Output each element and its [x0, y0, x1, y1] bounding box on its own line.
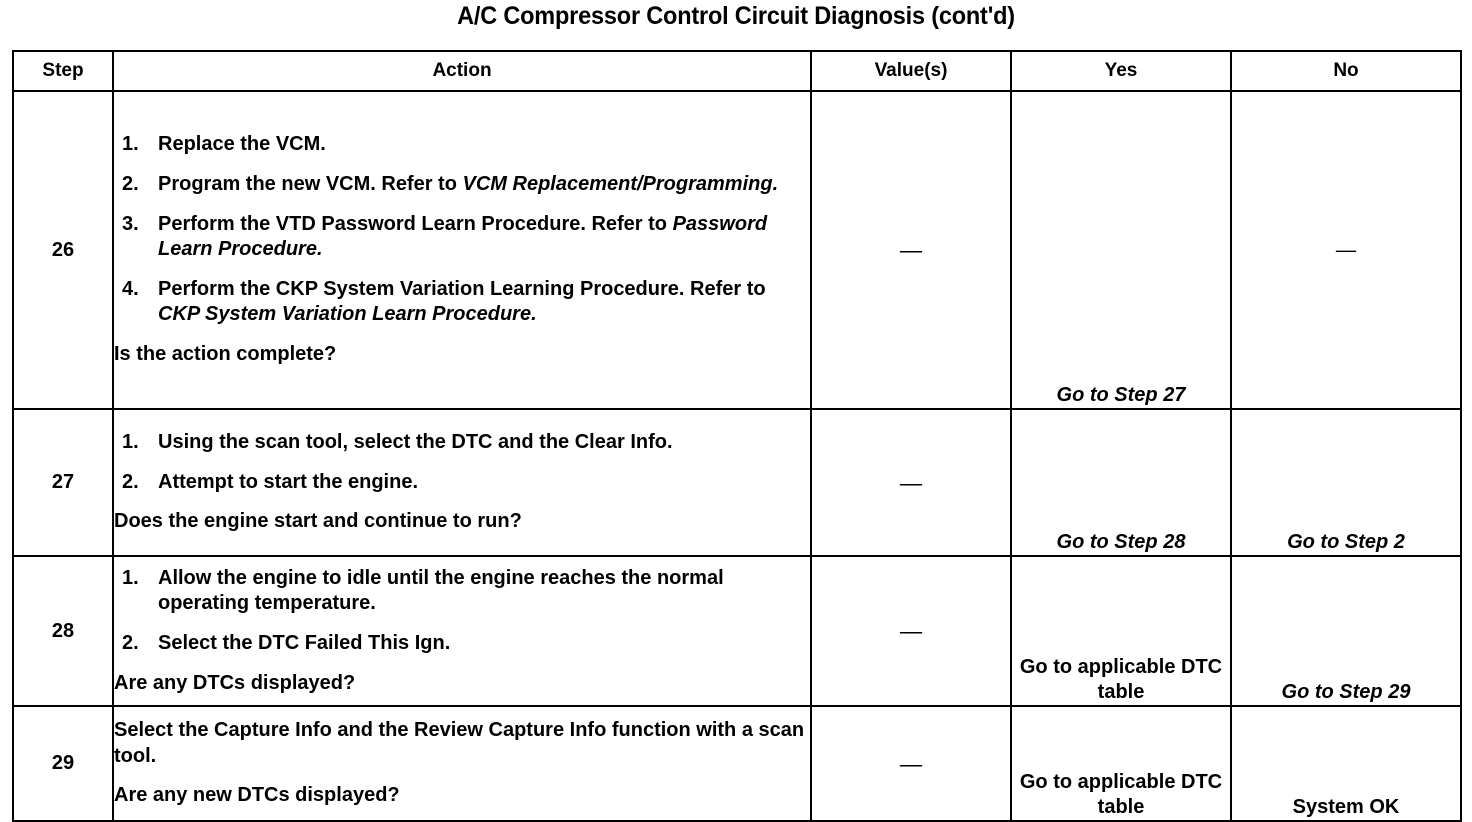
action-question: Does the engine start and continue to ru…	[114, 510, 522, 533]
column-header-no: No	[1230, 50, 1462, 92]
action-step-number: 1.	[122, 133, 139, 156]
action-cell: 1. Using the scan tool, select the DTC an…	[112, 408, 812, 557]
procedure-reference: Password Learn Procedure.	[158, 212, 768, 261]
column-header-value: Value(s)	[810, 50, 1012, 92]
action-step-number: 1.	[122, 431, 139, 454]
action-step-item: 2. Program the new VCM. Refer to VCM Repl…	[114, 172, 810, 198]
action-step-number: 2.	[122, 470, 139, 493]
value-cell: —	[810, 90, 1012, 410]
em-dash-placeholder: —	[900, 750, 922, 776]
action-step-number: 2.	[122, 173, 139, 196]
action-step-item: 2. Select the DTC Failed This Ign.	[114, 631, 810, 657]
action-step-list: 1. Allow the engine to idle until the eng…	[114, 566, 810, 657]
action-step-list: 1. Using the scan tool, select the DTC an…	[114, 430, 810, 495]
step-number-cell: 26	[12, 90, 114, 410]
action-step-number: 3.	[122, 212, 139, 235]
yes-result-text: Go to applicable DTC table	[1019, 771, 1223, 818]
table-body: 26 1. Replace the VCM. 2. Program the new VC…	[12, 90, 1462, 822]
action-cell: 1. Replace the VCM. 2. Program the new VCM.…	[112, 90, 812, 410]
table-row: 28 1. Allow the engine to idle until the e…	[12, 555, 1462, 707]
value-cell: —	[810, 555, 1012, 707]
yes-result-cell: Go to applicable DTC table	[1010, 705, 1232, 822]
value-cell: —	[810, 705, 1012, 822]
action-step-text: Attempt to start the engine.	[158, 470, 419, 493]
step-number-cell: 29	[12, 705, 114, 822]
action-lead-text: Select the Capture Info and the Review C…	[114, 719, 805, 767]
diagnostic-table: Step Action Value(s) Yes No 26 1. Replace …	[12, 50, 1462, 822]
column-header-action: Action	[112, 50, 812, 92]
action-step-item: 2. Attempt to start the engine.	[114, 470, 810, 496]
action-step-number: 2.	[122, 632, 139, 654]
action-step-text: Using the scan tool, select the DTC and …	[158, 431, 673, 454]
action-step-text: Allow the engine to idle until the engin…	[158, 566, 724, 615]
no-result-cell: —	[1230, 90, 1462, 410]
no-result-cell: System OK	[1230, 705, 1462, 822]
action-cell: Select the Capture Info and the Review C…	[112, 705, 812, 822]
em-dash-placeholder: —	[900, 237, 922, 262]
step-number-cell: 27	[12, 408, 114, 557]
table-row: 27 1. Using the scan tool, select the DTC …	[12, 408, 1462, 557]
em-dash-placeholder: —	[900, 618, 922, 643]
yes-result-cell: Go to applicable DTC table	[1010, 555, 1232, 707]
value-cell: —	[810, 408, 1012, 557]
column-header-step: Step	[12, 50, 114, 92]
action-step-text: Perform the CKP System Variation Learnin…	[158, 277, 766, 300]
yes-result-text: Go to Step 28	[1056, 531, 1186, 553]
yes-result-cell: Go to Step 27	[1010, 90, 1232, 410]
table-row: 26 1. Replace the VCM. 2. Program the new VC…	[12, 90, 1462, 410]
action-step-text: Select the DTC Failed This Ign.	[158, 632, 451, 654]
procedure-reference: CKP System Variation Learn Procedure.	[158, 303, 537, 326]
action-step-item: 1. Replace the VCM.	[114, 132, 810, 158]
em-dash-placeholder: —	[900, 469, 922, 495]
action-step-item: 4. Perform the CKP System Variation Learn…	[114, 277, 810, 328]
no-result-text: Go to Step 2	[1287, 531, 1405, 553]
action-cell: 1. Allow the engine to idle until the eng…	[112, 555, 812, 707]
action-step-item: 1. Allow the engine to idle until the eng…	[114, 566, 810, 617]
procedure-reference: VCM Replacement/Programming.	[462, 173, 779, 196]
action-step-list: 1. Replace the VCM. 2. Program the new VCM.…	[114, 132, 810, 328]
action-step-number: 1.	[122, 566, 139, 589]
action-question: Are any new DTCs displayed?	[114, 784, 400, 807]
action-step-number: 4.	[122, 277, 139, 300]
action-step-item: 1. Using the scan tool, select the DTC an…	[114, 430, 810, 456]
no-result-text: System OK	[1292, 796, 1400, 818]
action-step-text: Replace the VCM.	[158, 133, 326, 156]
action-step-text: Perform the VTD Password Learn Procedure…	[158, 212, 673, 235]
no-result-cell: Go to Step 2	[1230, 408, 1462, 557]
no-result-text: Go to Step 29	[1281, 681, 1411, 703]
step-number-cell: 28	[12, 555, 114, 707]
action-step-text: Program the new VCM. Refer to	[158, 173, 463, 196]
yes-result-text: Go to Step 27	[1056, 384, 1186, 406]
action-step-item: 3. Perform the VTD Password Learn Procedu…	[114, 212, 810, 263]
column-header-yes: Yes	[1010, 50, 1232, 92]
no-result-cell: Go to Step 29	[1230, 555, 1462, 707]
table-header-row: Step Action Value(s) Yes No	[12, 50, 1462, 92]
page-title: A/C Compressor Control Circuit Diagnosis…	[457, 2, 1015, 30]
em-dash-placeholder: —	[1336, 238, 1356, 261]
action-question: Is the action complete?	[114, 342, 337, 365]
yes-result-text: Go to applicable DTC table	[1019, 656, 1223, 703]
action-question: Are any DTCs displayed?	[114, 671, 356, 694]
yes-result-cell: Go to Step 28	[1010, 408, 1232, 557]
